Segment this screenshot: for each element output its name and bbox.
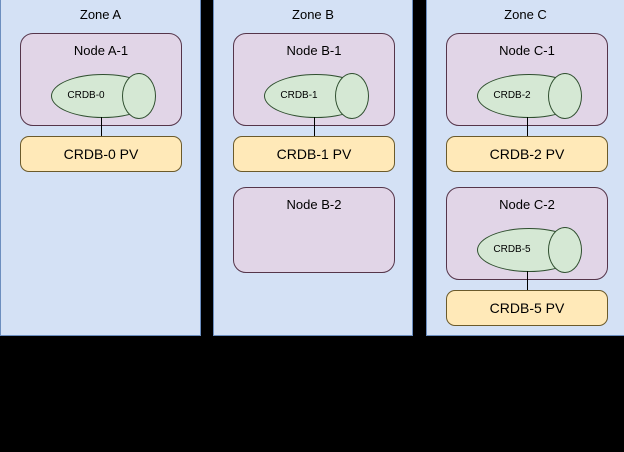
- node-a-1-title: Node A-1: [73, 43, 129, 58]
- database-crdb-5-label: CRDB-5: [493, 244, 531, 255]
- cylinder-cap: [548, 73, 582, 119]
- cylinder-cap: [548, 227, 582, 273]
- database-crdb-1-label: CRDB-1: [280, 90, 318, 101]
- database-crdb-2-label: CRDB-2: [493, 90, 531, 101]
- node-a-1-box[interactable]: Node A-1 CRDB-0: [20, 33, 182, 126]
- pv-crdb-1[interactable]: CRDB-1 PV: [233, 136, 395, 172]
- node-b-1-box[interactable]: Node B-1 CRDB-1: [233, 33, 395, 126]
- pv-crdb-5-label: CRDB-5 PV: [489, 299, 565, 316]
- connector-node-b-1-to-crdb-1-pv: [314, 117, 315, 136]
- node-c-1-title: Node C-1: [499, 43, 555, 58]
- node-c-2-box[interactable]: Node C-2 CRDB-5: [446, 187, 608, 280]
- node-c-1-box[interactable]: Node C-1 CRDB-2: [446, 33, 608, 126]
- pv-crdb-0[interactable]: CRDB-0 PV: [20, 136, 182, 172]
- zone-a-title: Zone A: [79, 7, 122, 22]
- connector-node-a-1-to-crdb-0-pv: [101, 117, 102, 136]
- node-b-2-box[interactable]: Node B-2: [233, 187, 395, 273]
- connector-node-c-2-to-crdb-5-pv: [527, 271, 528, 290]
- zone-a-container: Zone A Node A-1 CRDB-0 CRDB-0 PV: [0, 0, 201, 336]
- connector-node-c-1-to-crdb-2-pv: [527, 117, 528, 136]
- zone-b-container: Zone B Node B-1 CRDB-1 CRDB-1 PV Node B-…: [213, 0, 413, 336]
- database-crdb-5[interactable]: CRDB-5: [477, 227, 582, 273]
- database-crdb-2[interactable]: CRDB-2: [477, 73, 582, 119]
- node-b-1-title: Node B-1: [286, 43, 342, 58]
- cylinder-cap: [122, 73, 156, 119]
- node-c-2-title: Node C-2: [499, 197, 555, 212]
- pv-crdb-0-label: CRDB-0 PV: [63, 145, 139, 162]
- database-crdb-0[interactable]: CRDB-0: [51, 73, 156, 119]
- zone-c-title: Zone C: [504, 7, 547, 22]
- node-b-2-title: Node B-2: [286, 197, 342, 212]
- pv-crdb-2[interactable]: CRDB-2 PV: [446, 136, 608, 172]
- cylinder-cap: [335, 73, 369, 119]
- pv-crdb-5[interactable]: CRDB-5 PV: [446, 290, 608, 326]
- zone-b-title: Zone B: [292, 7, 334, 22]
- zone-c-container: Zone C Node C-1 CRDB-2 CRDB-2 PV Node C-…: [426, 0, 624, 336]
- pv-crdb-2-label: CRDB-2 PV: [489, 145, 565, 162]
- database-crdb-0-label: CRDB-0: [67, 90, 105, 101]
- pv-crdb-1-label: CRDB-1 PV: [276, 145, 352, 162]
- database-crdb-1[interactable]: CRDB-1: [264, 73, 369, 119]
